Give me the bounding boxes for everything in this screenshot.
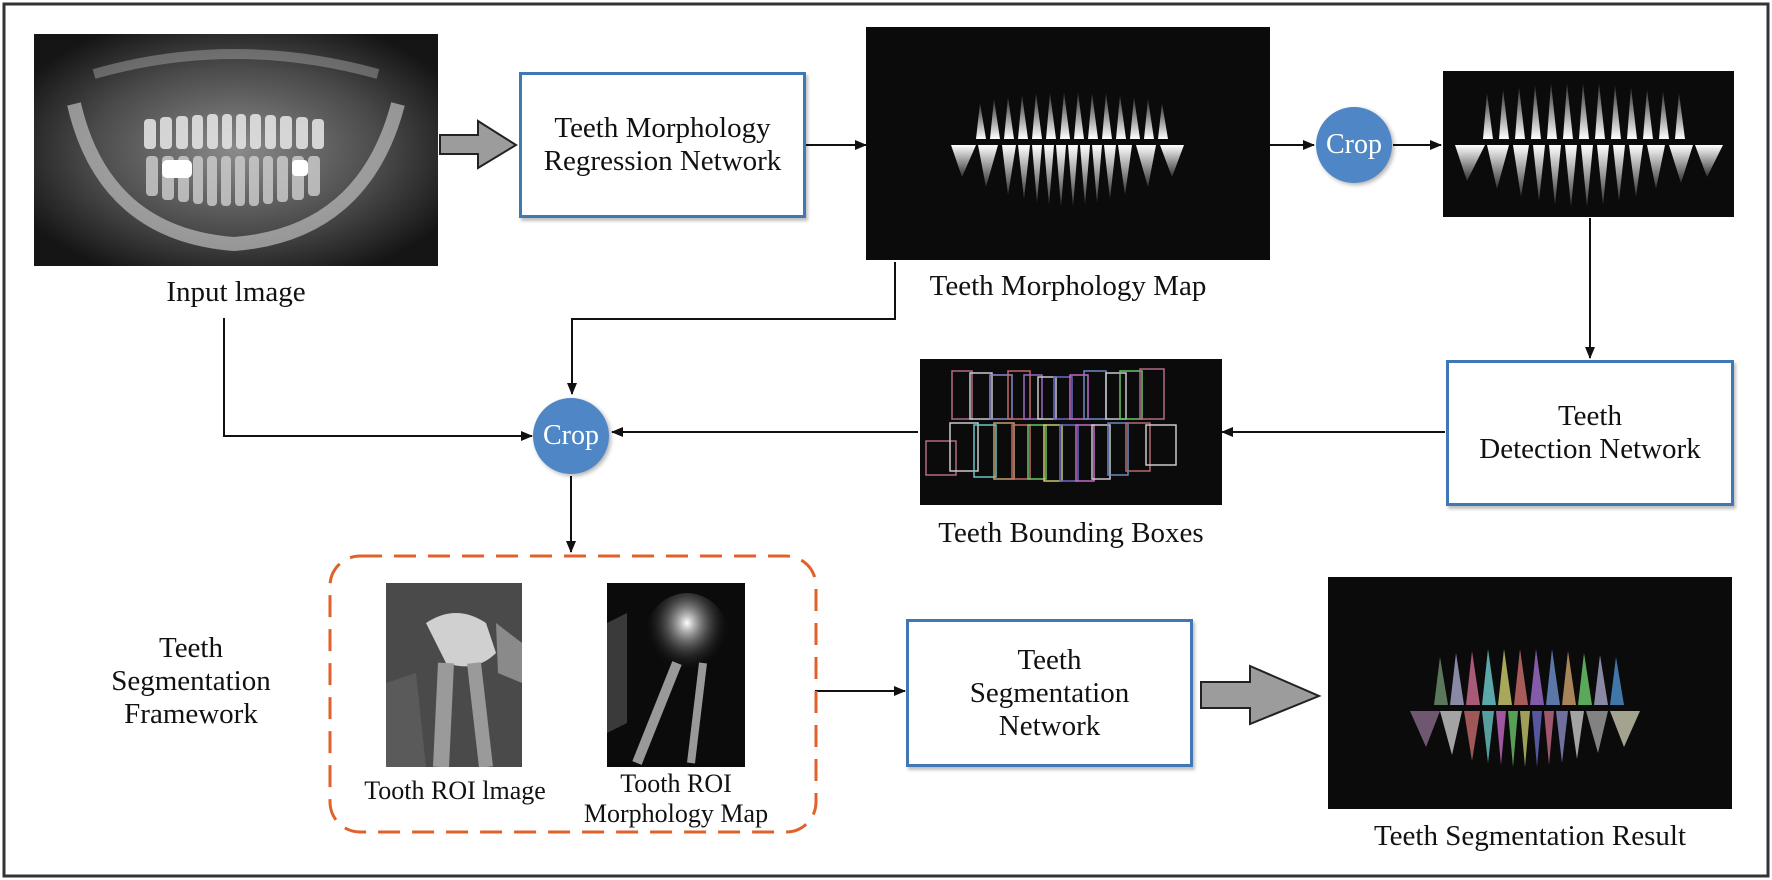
regression-network-box: Teeth Morphology Regression Network	[519, 72, 806, 218]
arrow-map-to-crop-middle	[567, 262, 896, 395]
crop-node-middle: Crop	[533, 398, 609, 474]
roi-map-line-2: Morphology Map	[583, 799, 769, 828]
bounding-boxes-caption: Teeth Bounding Boxes	[938, 517, 1204, 549]
framework-line-3: Framework	[124, 698, 258, 730]
morphology-map-caption: Teeth Morphology Map	[929, 270, 1207, 302]
detection-network-line-1: Teeth	[1557, 400, 1622, 432]
detection-network-box: Teeth Detection Network	[1446, 360, 1734, 506]
tooth-roi-morphology-map	[607, 583, 745, 767]
tooth-roi-image	[386, 583, 522, 767]
input-image-caption: Input lmage	[166, 276, 306, 308]
tooth-roi-image-caption: Tooth ROI lmage	[364, 776, 546, 805]
regression-network-line-1: Teeth Morphology	[554, 112, 771, 144]
framework-line-2: Segmentation	[111, 665, 271, 697]
input-xray-image	[34, 34, 438, 266]
segmentation-result-caption: Teeth Segmentation Result	[1373, 820, 1687, 852]
tooth-roi-map-caption: Tooth ROI Morphology Map	[566, 769, 786, 829]
segmentation-network-box: Teeth Segmentation Network	[906, 619, 1193, 767]
segmentation-result-image	[1328, 577, 1732, 809]
framework-line-1: Teeth	[159, 632, 223, 664]
roi-map-line-1: Tooth ROI	[620, 769, 732, 798]
segmentation-framework-box	[328, 554, 818, 834]
segmentation-framework-label: Teeth Segmentation Framework	[80, 632, 302, 731]
big-arrow-input	[439, 119, 518, 170]
big-arrow-result	[1200, 664, 1322, 726]
connectors	[223, 140, 1595, 696]
segmentation-network-line-2: Segmentation	[969, 676, 1130, 709]
arrow-input-to-crop-middle	[223, 318, 533, 441]
regression-network-line-2: Regression Network	[543, 145, 782, 177]
cropped-morphology-map-image	[1443, 71, 1734, 217]
segmentation-network-line-1: Teeth	[1017, 643, 1082, 676]
detection-network-line-2: Detection Network	[1479, 433, 1701, 465]
crop-node-top: Crop	[1316, 107, 1392, 183]
bounding-boxes-image	[920, 359, 1222, 505]
morphology-map-image	[866, 27, 1270, 260]
segmentation-network-line-3: Network	[998, 709, 1101, 742]
